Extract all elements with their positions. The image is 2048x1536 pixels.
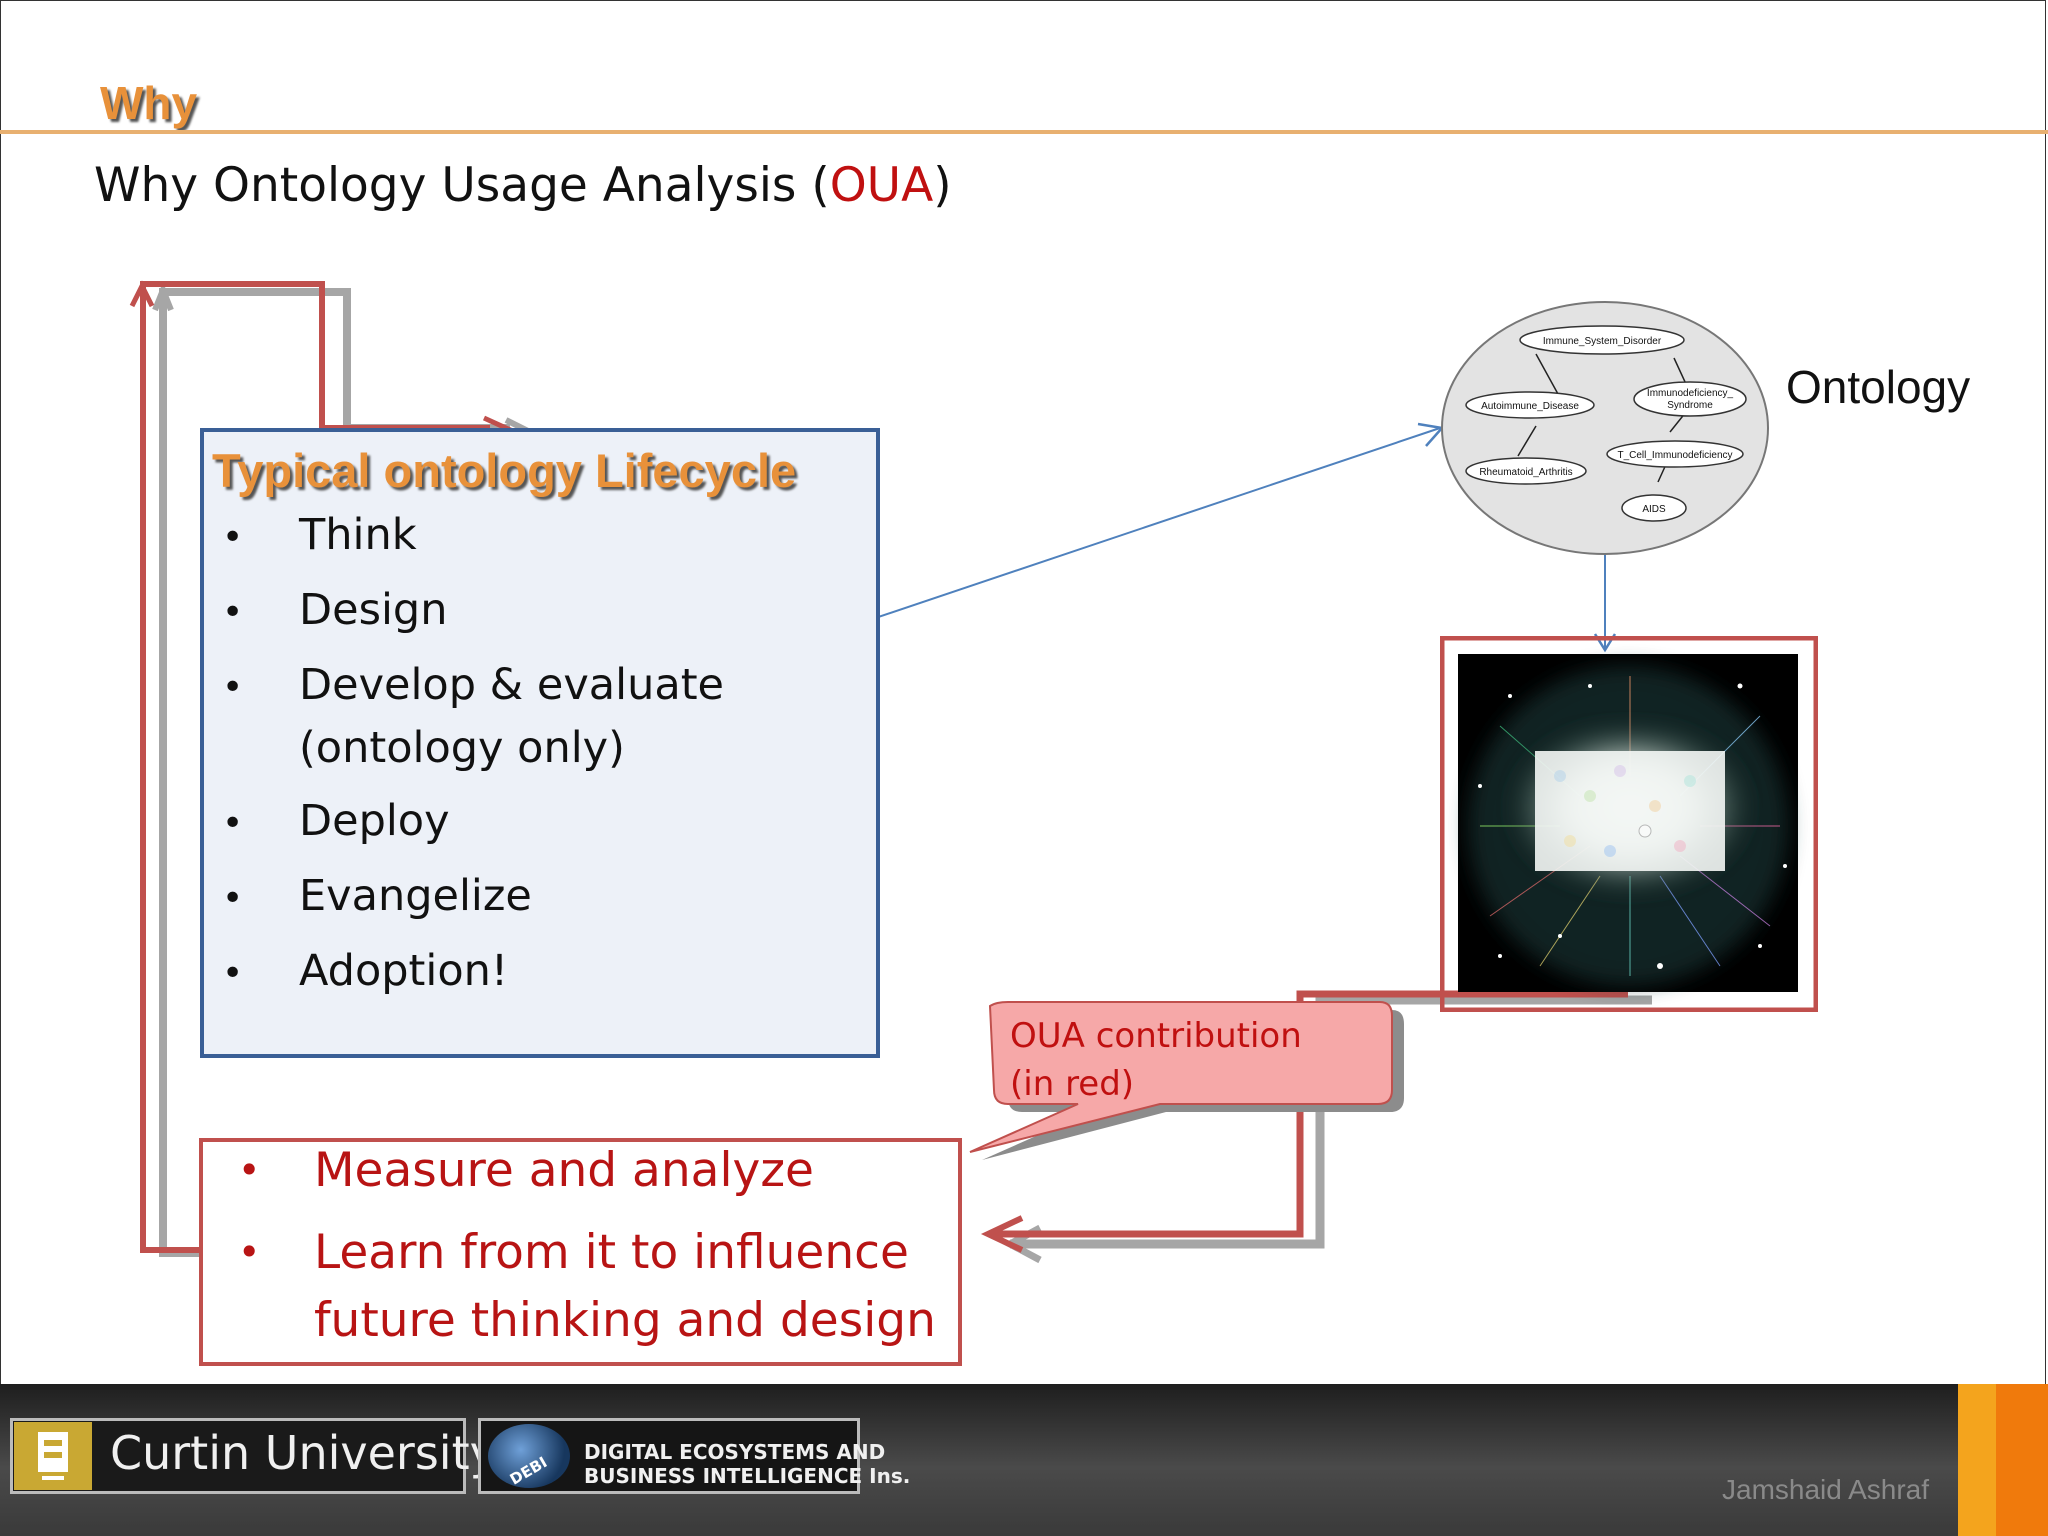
lifecycle-box <box>200 428 880 1058</box>
callout-text: OUA contribution (in red) <box>1010 1012 1302 1108</box>
return-arrow-head <box>980 1215 1024 1253</box>
bullet-icon: • <box>222 517 244 558</box>
ontology-label: Ontology <box>1786 361 1971 413</box>
university-name: Curtin University <box>110 1426 497 1480</box>
callout-shape <box>969 1001 1393 1153</box>
node-syndrome: Syndrome <box>1667 400 1713 411</box>
bullet-icon: • <box>238 1230 261 1274</box>
section-heading: Why <box>100 77 198 129</box>
lifecycle-item-develop-note: (ontology only) <box>299 723 625 773</box>
bullet-icon: • <box>222 953 244 994</box>
header-divider <box>0 130 2048 134</box>
return-path-shadow <box>1010 995 1652 1249</box>
callout-line2: (in red) <box>1010 1064 1135 1104</box>
node-immunodeficiency: Immunodeficiency_ <box>1647 388 1734 399</box>
oua-box <box>199 1138 962 1366</box>
debi-abbr: DEBI <box>507 1453 550 1488</box>
lifecycle-item-develop: Develop & evaluate <box>299 660 725 710</box>
bullet-icon: • <box>222 878 244 919</box>
curtin-crest-icon <box>14 1422 92 1490</box>
crest-graphic <box>38 1432 68 1480</box>
lifecycle-item-evangelize: Evangelize <box>299 871 532 921</box>
slide-subtitle: Why Ontology Usage Analysis (OUA) <box>94 158 952 213</box>
ontology-diagram: Immune_System_Disorder Autoimmune_Diseas… <box>1441 301 1769 555</box>
node-rheumatoid-arthritis: Rheumatoid_Arthritis <box>1479 467 1572 478</box>
oua-item-learn: Learn from it to influence <box>314 1225 909 1280</box>
ontology-boundary <box>1441 301 1769 555</box>
lifecycle-item-adoption: Adoption! <box>299 946 509 996</box>
linked-data-network-image <box>1440 636 1818 1012</box>
footer-accent-bar <box>1996 1384 2048 1536</box>
oua-item-measure: Measure and analyze <box>314 1143 814 1198</box>
subtitle-prefix: Why Ontology Usage Analysis ( <box>94 158 830 213</box>
lifecycle-item-design: Design <box>299 585 448 635</box>
bullet-icon: • <box>238 1148 261 1192</box>
callout-line1: OUA contribution <box>1010 1016 1302 1056</box>
bullet-icon: • <box>222 592 244 633</box>
lifecycle-title: Typical ontology Lifecycle <box>212 444 797 497</box>
left-arrow-shadow-head <box>152 281 174 312</box>
oua-item-learn-cont: future thinking and design <box>314 1293 936 1348</box>
bullet-icon: • <box>222 803 244 844</box>
left-arrow-head <box>129 280 155 308</box>
lifecycle-item-deploy: Deploy <box>299 796 450 846</box>
node-t-cell-immunodeficiency: T_Cell_Immunodeficiency <box>1617 450 1732 461</box>
subtitle-suffix: ) <box>933 158 952 213</box>
bullet-icon: • <box>222 667 244 708</box>
node-aids: AIDS <box>1642 504 1666 515</box>
node-immune-system-disorder: Immune_System_Disorder <box>1543 336 1662 347</box>
subtitle-highlight: OUA <box>829 158 934 213</box>
institute-name-line2: BUSINESS INTELLIGENCE Ins. <box>584 1464 911 1488</box>
institute-name-line1: DIGITAL ECOSYSTEMS AND <box>584 1440 886 1464</box>
lifecycle-item-think: Think <box>299 510 417 560</box>
node-autoimmune-disease: Autoimmune_Disease <box>1481 401 1579 412</box>
author-name: Jamshaid Ashraf <box>1722 1474 1929 1505</box>
return-path <box>990 990 1628 1238</box>
footer-accent-bar <box>1958 1384 1996 1536</box>
globe-icon: DEBI <box>488 1424 570 1489</box>
debi-mark: DEBI <box>507 1453 550 1488</box>
callout-bubble <box>969 1001 1404 1160</box>
